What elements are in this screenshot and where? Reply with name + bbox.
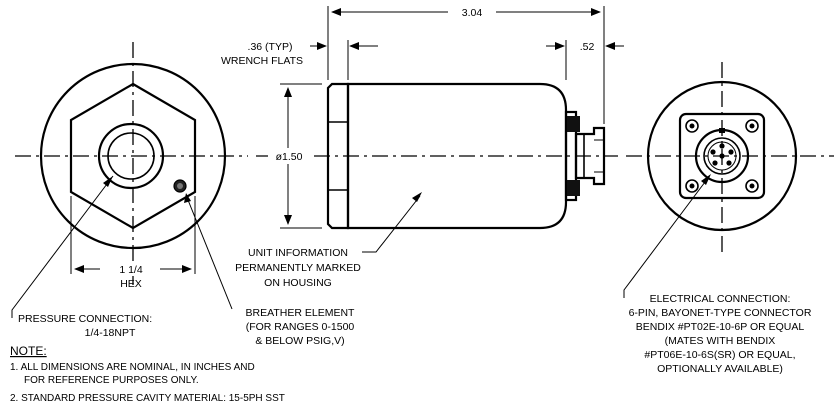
port-outer-circle [97, 122, 165, 190]
mounting-hole-br [745, 179, 759, 193]
breather-line-2: (FOR RANGES 0-1500 [246, 321, 355, 333]
pressure-connection-line-2: 1/4-18NPT [85, 327, 136, 339]
hex-label: HEX [120, 278, 142, 290]
connector-flange-square [678, 112, 766, 200]
notes-block: NOTE: 1. ALL DIMENSIONS ARE NOMINAL, IN … [10, 344, 285, 404]
notes-heading: NOTE: [10, 344, 47, 358]
mounting-hole-bl [685, 179, 699, 193]
pressure-connection-callout: PRESSURE CONNECTION: 1/4-18NPT [18, 313, 152, 339]
unit-info-leader [362, 195, 421, 253]
unit-info-line-3: ON HOUSING [264, 277, 332, 289]
electrical-line-1: ELECTRICAL CONNECTION: [650, 293, 791, 305]
connector-pin-icon [719, 143, 725, 149]
hex-flats [69, 82, 197, 230]
diameter-label: ø1.50 [276, 151, 303, 163]
connector-nut-bottom [567, 180, 580, 196]
mounting-hole-tr [745, 119, 759, 133]
connector-nut-top [567, 116, 580, 132]
hex-outer-circle [39, 62, 227, 250]
mounting-hole-tl [685, 119, 699, 133]
electrical-line-6: OPTIONALLY AVAILABLE) [657, 363, 783, 375]
connector-receptacle-inner [703, 137, 741, 175]
breather-line-1: BREATHER ELEMENT [246, 307, 355, 319]
electrical-line-5: #PT06E-10-6S(SR) OR EQUAL, [644, 349, 795, 361]
pressure-connection-leader [11, 175, 114, 318]
note-1-line-1: 1. ALL DIMENSIONS ARE NOMINAL, IN INCHES… [10, 362, 255, 373]
breather-element-leader [187, 199, 233, 310]
connector-end-outer-circle [646, 80, 798, 232]
unit-info-line-1: UNIT INFORMATION [248, 247, 348, 259]
unit-info-callout: UNIT INFORMATION PERMANENTLY MARKED ON H… [235, 247, 361, 289]
connector-end-view [623, 62, 834, 298]
electrical-line-4: (MATES WITH BENDIX [665, 335, 776, 347]
electrical-line-3: BENDIX #PT02E-10-6P OR EQUAL [636, 321, 805, 333]
hex-end-view: 1 1/4 HEX [11, 42, 248, 318]
breather-element-callout: BREATHER ELEMENT (FOR RANGES 0-1500 & BE… [246, 307, 355, 347]
overall-length-label: 3.04 [462, 7, 483, 19]
electrical-connection-callout: ELECTRICAL CONNECTION: 6-PIN, BAYONET-TY… [629, 293, 812, 375]
hex-size-label: 1 1/4 [119, 264, 143, 276]
unit-info-line-2: PERMANENTLY MARKED [235, 262, 361, 274]
breather-line-3: & BELOW PSIG,V) [255, 335, 344, 347]
wrench-flats-dimension: .36 (TYP) [248, 41, 293, 53]
port-inner-circle [107, 132, 155, 180]
side-view: 3.04 .36 (TYP) WRENCH FLATS .52 ø1.50 [221, 4, 624, 253]
note-2: 2. STANDARD PRESSURE CAVITY MATERIAL: 15… [10, 393, 285, 404]
note-1-line-2: FOR REFERENCE PURPOSES ONLY. [24, 375, 199, 386]
electrical-connection-leader [623, 177, 709, 298]
connector-body [574, 126, 606, 186]
pressure-connection-line-1: PRESSURE CONNECTION: [18, 313, 152, 325]
body-outline [346, 82, 568, 230]
electrical-line-2: 6-PIN, BAYONET-TYPE CONNECTOR [629, 307, 812, 319]
connector-length-label: .52 [580, 41, 595, 53]
wrench-flats-label: WRENCH FLATS [221, 55, 303, 67]
